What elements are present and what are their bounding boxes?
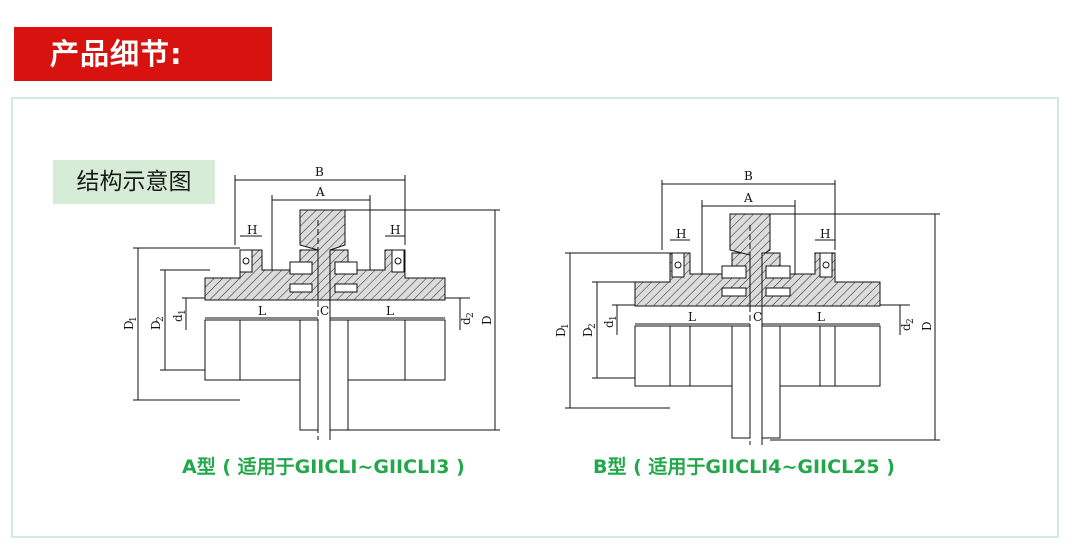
diagram-b	[565, 180, 940, 445]
diagram-a	[133, 175, 500, 440]
label-h-left: H	[247, 223, 257, 237]
header-banner	[14, 27, 272, 81]
label-d1: D	[122, 320, 136, 330]
diagram-b-caption: B型 ( 适用于GIICLI4~GIICL25 )	[593, 456, 895, 478]
label-d2-small-sub: 2	[906, 318, 916, 324]
diagram-panel	[11, 97, 1059, 538]
section-label: 结构示意图	[53, 160, 215, 204]
label-d2-small: d	[459, 317, 473, 325]
label-l-right: L	[386, 304, 394, 318]
label-l-left: L	[688, 310, 696, 324]
label-d2: D	[581, 327, 595, 337]
label-c: C	[753, 310, 762, 324]
label-d2: D	[149, 320, 163, 330]
label-d1: D	[554, 327, 568, 337]
label-b: B	[744, 169, 753, 183]
label-d1-small-sub: 1	[609, 315, 619, 321]
label-d2-small-sub: 2	[466, 312, 476, 318]
label-d1-small: d	[602, 320, 616, 328]
label-d1-small: d	[171, 314, 185, 322]
label-c: C	[320, 304, 329, 318]
diagram-a-caption: A型 ( 适用于GIICLI~GIICLI3 )	[182, 456, 465, 478]
label-d1-sub: 1	[129, 316, 139, 322]
label-d: D	[480, 315, 494, 325]
label-d1-small-sub: 1	[178, 309, 188, 315]
label-d1-sub: 1	[561, 323, 571, 329]
label-l-left: L	[258, 304, 266, 318]
label-d2-small: d	[899, 323, 913, 331]
label-l-right: L	[817, 310, 825, 324]
label-d2-sub: 2	[588, 323, 598, 329]
label-h-left: H	[676, 227, 686, 241]
label-d2-sub: 2	[156, 316, 166, 322]
label-b: B	[315, 165, 324, 179]
page-title: 产品细节:	[50, 37, 183, 71]
label-d: D	[920, 321, 934, 331]
label-a: A	[743, 191, 753, 205]
label-a: A	[315, 185, 325, 199]
label-h-right: H	[820, 227, 830, 241]
label-h-right: H	[390, 223, 400, 237]
